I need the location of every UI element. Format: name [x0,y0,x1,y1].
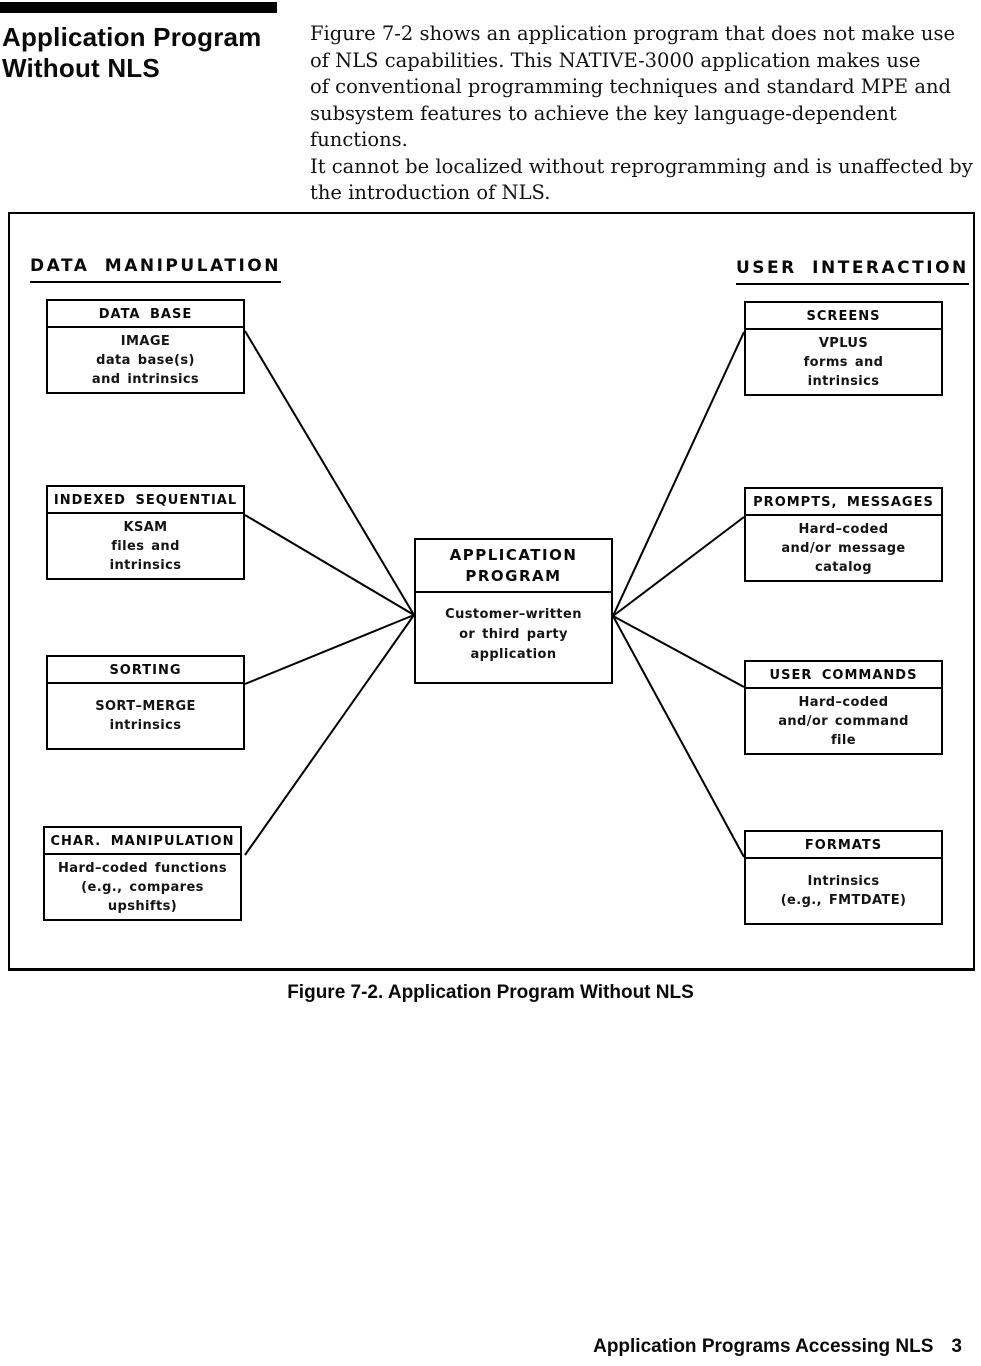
box-title: FORMATS [746,832,941,859]
box-body: Intrinsics (e.g., FMTDATE) [780,874,907,908]
connector-line [244,514,415,616]
diagram-box-char-manipulation: CHAR. MANIPULATION Hard–coded functions … [43,826,242,921]
connector-line [244,614,415,856]
diagram-box-user-commands: USER COMMANDS Hard–coded and/or command … [744,660,943,755]
box-title: INDEXED SEQUENTIAL [48,487,243,514]
box-body: SORT–MERGE intrinsics [95,699,196,733]
box-body: Hard–coded functions (e.g., compares ups… [58,860,227,914]
diagram-box-sorting: SORTING SORT–MERGE intrinsics [46,655,245,750]
box-body: Hard–coded and/or command file [778,694,909,748]
box-title: APPLICATION PROGRAM [416,540,611,593]
left-column-title: DATA MANIPULATION [30,256,281,283]
right-column-title: USER INTERACTION [736,258,969,285]
box-title: PROMPTS, MESSAGES [746,489,941,516]
intro-paragraph: Figure 7-2 shows an application program … [310,22,973,204]
connector-line [612,331,745,617]
connector-line [244,614,415,685]
diagram-box-formats: FORMATS Intrinsics (e.g., FMTDATE) [744,830,943,925]
section-heading: Application Program Without NLS [2,22,262,83]
diagram-box-screens: SCREENS VPLUS forms and intrinsics [744,301,943,396]
top-rule-bar [0,2,277,13]
diagram-box-application-program: APPLICATION PROGRAM Customer–written or … [414,538,613,684]
box-body: IMAGE data base(s) and intrinsics [91,333,200,387]
box-body: VPLUS forms and intrinsics [803,335,884,389]
box-body: Customer–written or third party applicat… [445,607,582,662]
box-title: CHAR. MANIPULATION [45,828,240,855]
diagram-box-prompts-messages: PROMPTS, MESSAGES Hard–coded and/or mess… [744,487,943,582]
connector-line [244,330,415,616]
box-title: DATA BASE [48,301,243,328]
footer-text: Application Programs Accessing NLS [593,1336,934,1357]
connector-line [612,615,745,688]
connector-line [612,615,745,858]
connector-lines [244,330,745,858]
connector-line [612,516,745,617]
box-title: USER COMMANDS [746,662,941,689]
page-footer: Application Programs Accessing NLS 3 [593,1336,962,1358]
box-title: SORTING [48,657,243,684]
box-title: SCREENS [746,303,941,330]
diagram-box-indexed-sequential: INDEXED SEQUENTIAL KSAM files and intrin… [46,485,245,580]
page-number: 3 [951,1336,962,1357]
figure-caption: Figure 7-2. Application Program Without … [287,982,694,1003]
diagram-box-data-base: DATA BASE IMAGE data base(s) and intrins… [46,299,245,394]
box-body: Hard–coded and/or message catalog [781,521,906,575]
box-body: KSAM files and intrinsics [109,519,182,573]
figure-diagram: DATA MANIPULATION USER INTERACTION DATA … [8,212,975,971]
